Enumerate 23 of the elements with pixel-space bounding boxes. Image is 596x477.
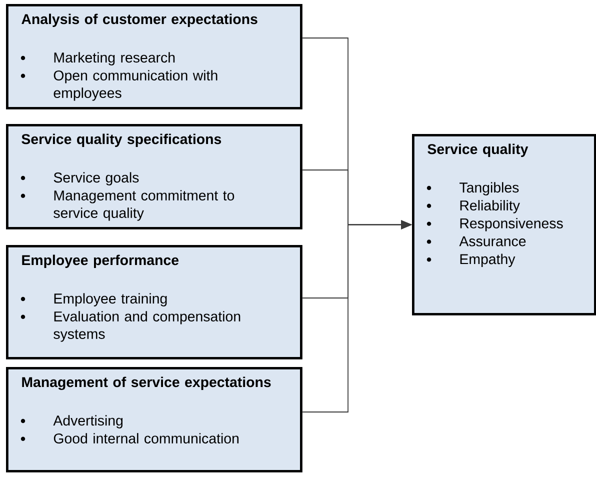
- process-box: [412, 134, 596, 316]
- list-item: Good internal communication: [54, 433, 239, 444]
- list-item: Advertising: [53, 415, 123, 428]
- list-item: Employee training: [54, 293, 167, 306]
- process-box: [6, 245, 302, 360]
- list-item: Reliability: [460, 200, 520, 214]
- list-item: Assurance: [459, 236, 526, 246]
- list-item: Responsiveness: [460, 218, 563, 232]
- process-box: [6, 4, 302, 110]
- process-box: [6, 124, 302, 230]
- list-item: Empathy: [460, 254, 516, 267]
- list-item: Open communication with employees: [54, 70, 218, 101]
- list-item: Marketing research: [54, 52, 175, 66]
- list-item: Management commitment to service quality: [54, 190, 234, 221]
- box-heading: Service quality: [428, 144, 528, 157]
- list-item: Tangibles: [460, 182, 519, 196]
- box-heading: Employee performance: [22, 254, 179, 268]
- list-item: Evaluation and compensation systems: [54, 311, 240, 342]
- box-heading: Service quality specifications: [22, 134, 222, 147]
- process-box: [6, 367, 302, 472]
- box-heading: Analysis of customer expectations: [22, 14, 258, 27]
- box-heading: Management of service expectations: [22, 376, 271, 390]
- list-item: Service goals: [54, 172, 139, 186]
